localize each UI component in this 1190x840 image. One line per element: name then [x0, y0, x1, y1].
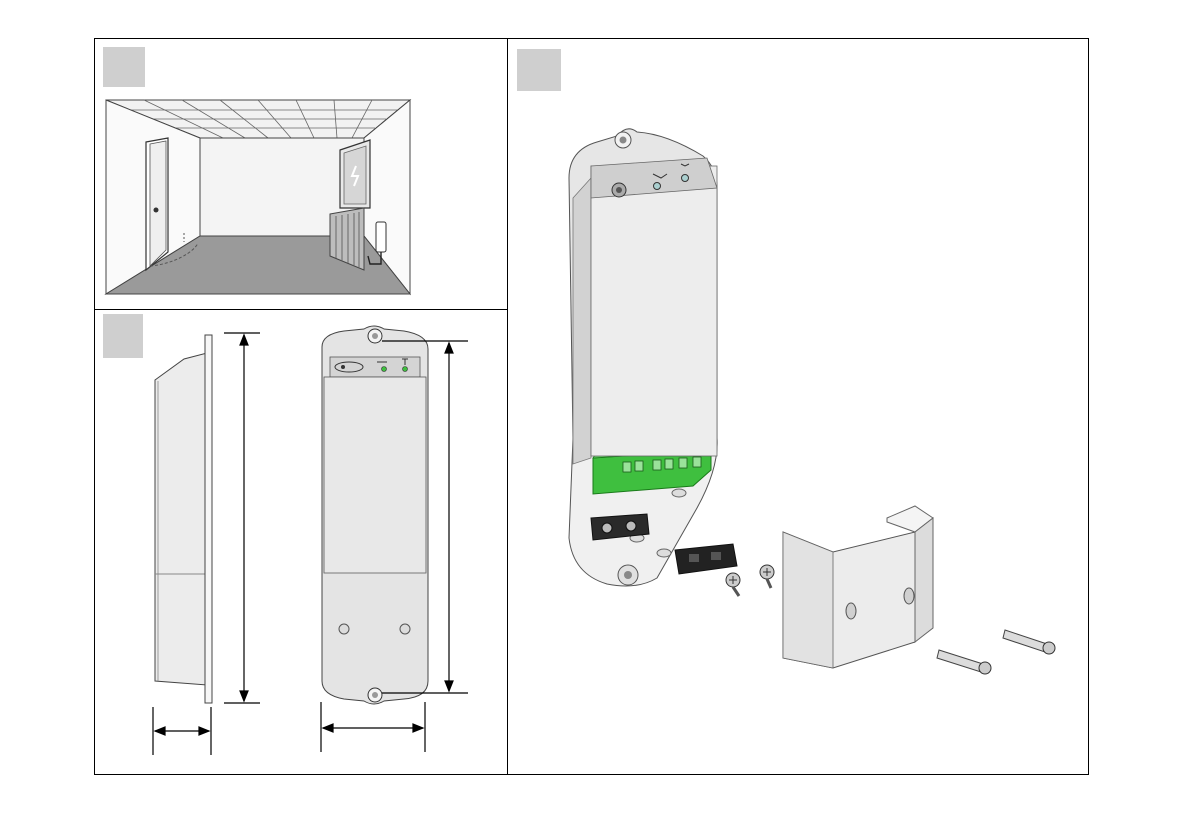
width-dimension [321, 702, 425, 752]
screw-left [339, 624, 349, 634]
screw-right [400, 624, 410, 634]
side-view [155, 335, 212, 703]
device-on-wall [376, 222, 386, 252]
key-icon [612, 183, 626, 197]
panel-exploded-assembly [507, 38, 1089, 775]
depth-dimension [153, 707, 211, 755]
height-dimension-side [224, 333, 260, 703]
front-view [322, 326, 428, 704]
screw-small-2 [760, 565, 774, 588]
screw-small-1 [726, 573, 740, 596]
wall-plug-2 [1003, 630, 1055, 654]
connector-block-loose [675, 544, 737, 574]
cover-bracket [783, 506, 933, 668]
assembly-drawing [507, 38, 1089, 775]
dimension-drawing [94, 309, 508, 775]
wall-plug-1 [937, 650, 991, 674]
room-illustration [94, 38, 508, 310]
device-housing [569, 129, 717, 464]
panel-room-placement [94, 38, 508, 310]
panel-dimensions [94, 309, 508, 775]
